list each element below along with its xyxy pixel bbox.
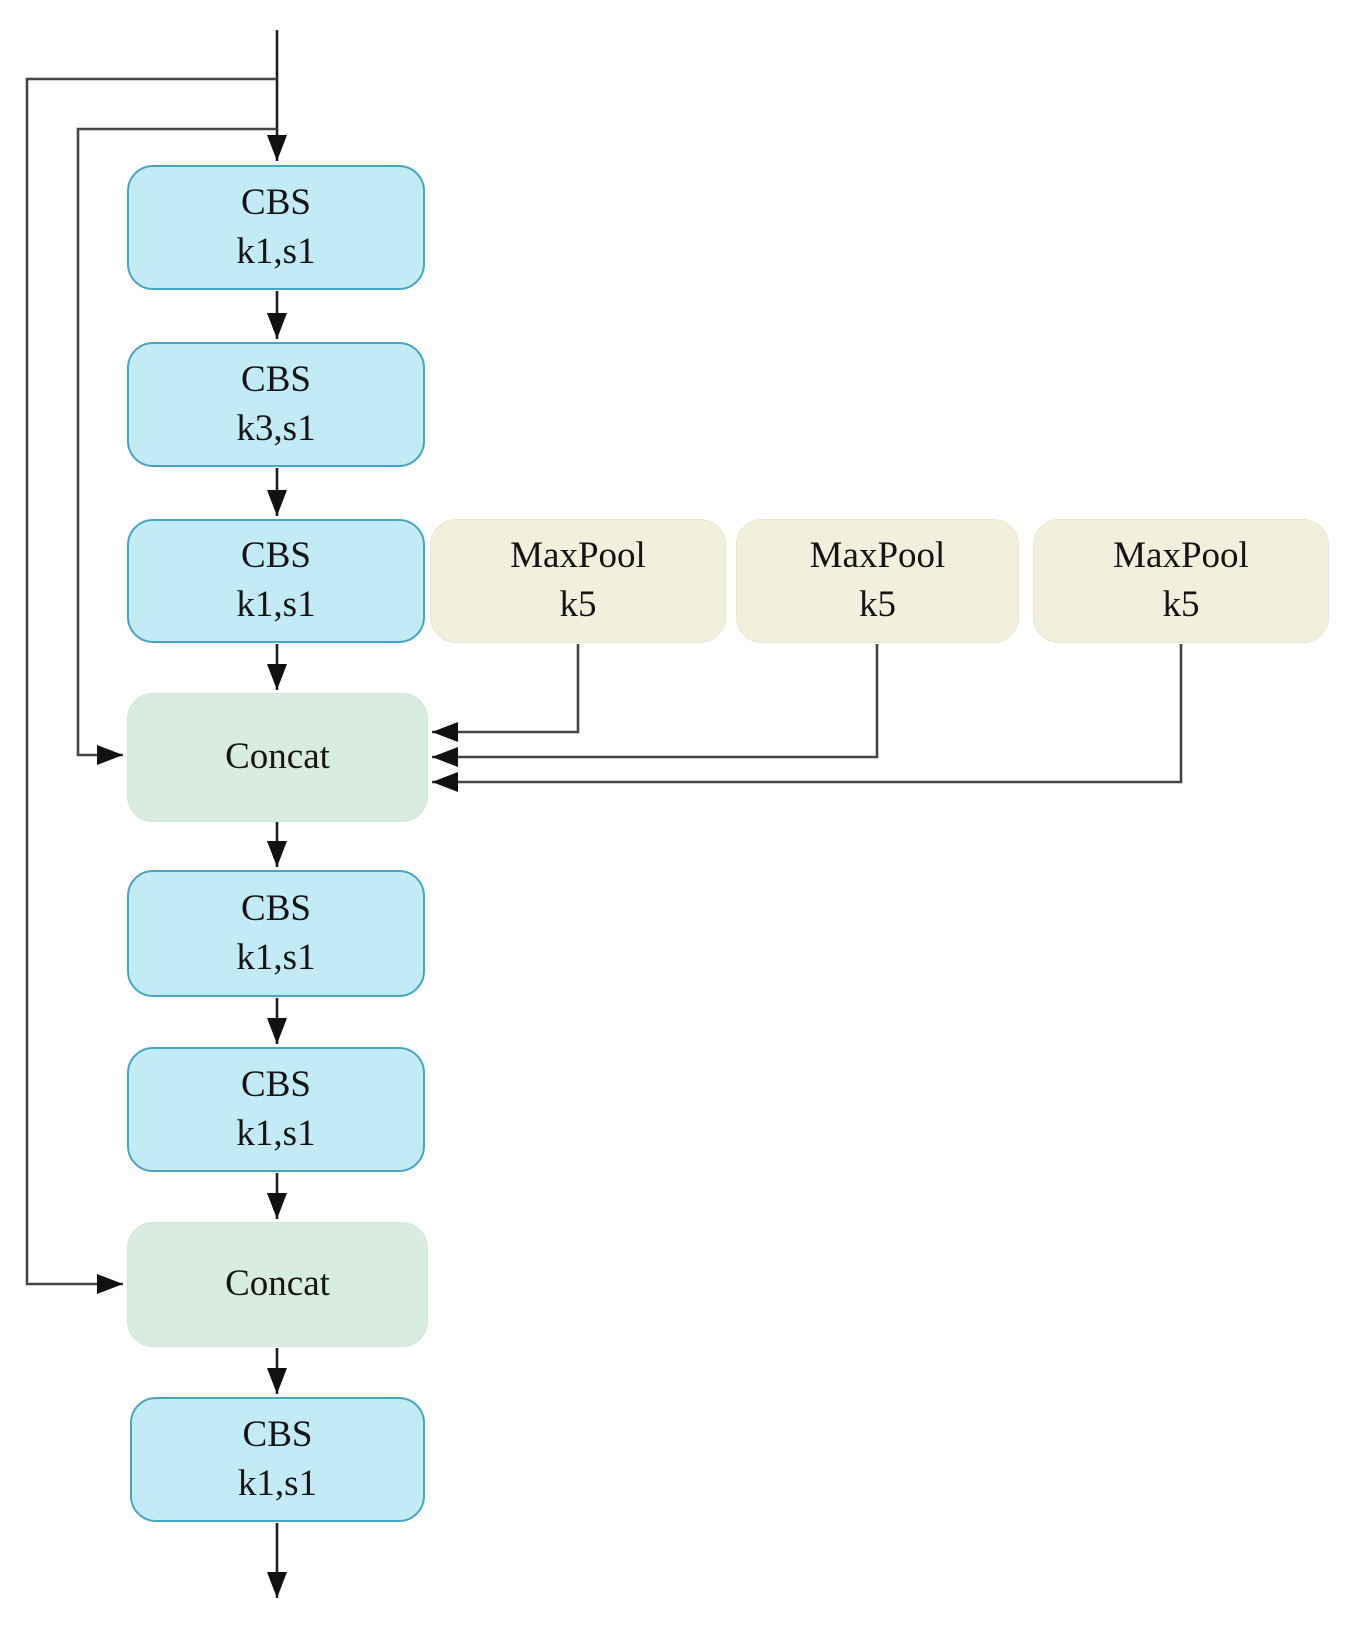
node-label: CBS <box>241 181 311 223</box>
node-sublabel: k1,s1 <box>237 1462 318 1504</box>
node-label: Concat <box>225 736 330 778</box>
node-label: MaxPool <box>809 535 946 577</box>
node-label: MaxPool <box>510 535 646 577</box>
node-maxpool-2: MaxPool k5 <box>736 519 1019 643</box>
edge-input-to-concat-1 <box>76 127 277 765</box>
node-cbs-1: CBS k1,s1 <box>127 165 425 290</box>
edge-maxpool-3-to-concat-1 <box>432 644 1183 792</box>
edge-maxpool-2-to-concat-1 <box>432 644 879 767</box>
node-cbs-4: CBS k1,s1 <box>127 870 425 997</box>
edge-input-to-concat-2 <box>25 77 277 1294</box>
node-label: CBS <box>241 358 311 400</box>
node-cbs-2: CBS k3,s1 <box>127 342 425 467</box>
edge-maxpool-1-to-concat-1 <box>432 644 580 742</box>
node-label: Concat <box>225 1263 330 1305</box>
node-sublabel: k5 <box>559 584 597 625</box>
node-label: MaxPool <box>1113 535 1249 577</box>
node-cbs-6: CBS k1,s1 <box>130 1397 425 1522</box>
node-sublabel: k5 <box>859 584 896 625</box>
node-label: CBS <box>241 887 311 929</box>
node-concat-2: Concat <box>127 1222 428 1347</box>
node-cbs-3: CBS k1,s1 <box>127 519 425 643</box>
node-label: CBS <box>241 1063 311 1105</box>
node-label: CBS <box>242 1413 313 1455</box>
node-concat-1: Concat <box>127 693 428 822</box>
node-sublabel: k3,s1 <box>236 407 316 449</box>
node-label: CBS <box>241 535 311 577</box>
node-sublabel: k1,s1 <box>236 936 316 978</box>
node-sublabel: k5 <box>1162 584 1200 625</box>
node-sublabel: k1,s1 <box>236 584 316 625</box>
node-maxpool-3: MaxPool k5 <box>1033 519 1329 643</box>
node-maxpool-1: MaxPool k5 <box>430 519 726 643</box>
node-sublabel: k1,s1 <box>236 230 316 272</box>
node-sublabel: k1,s1 <box>236 1112 316 1154</box>
node-cbs-5: CBS k1,s1 <box>127 1047 425 1172</box>
